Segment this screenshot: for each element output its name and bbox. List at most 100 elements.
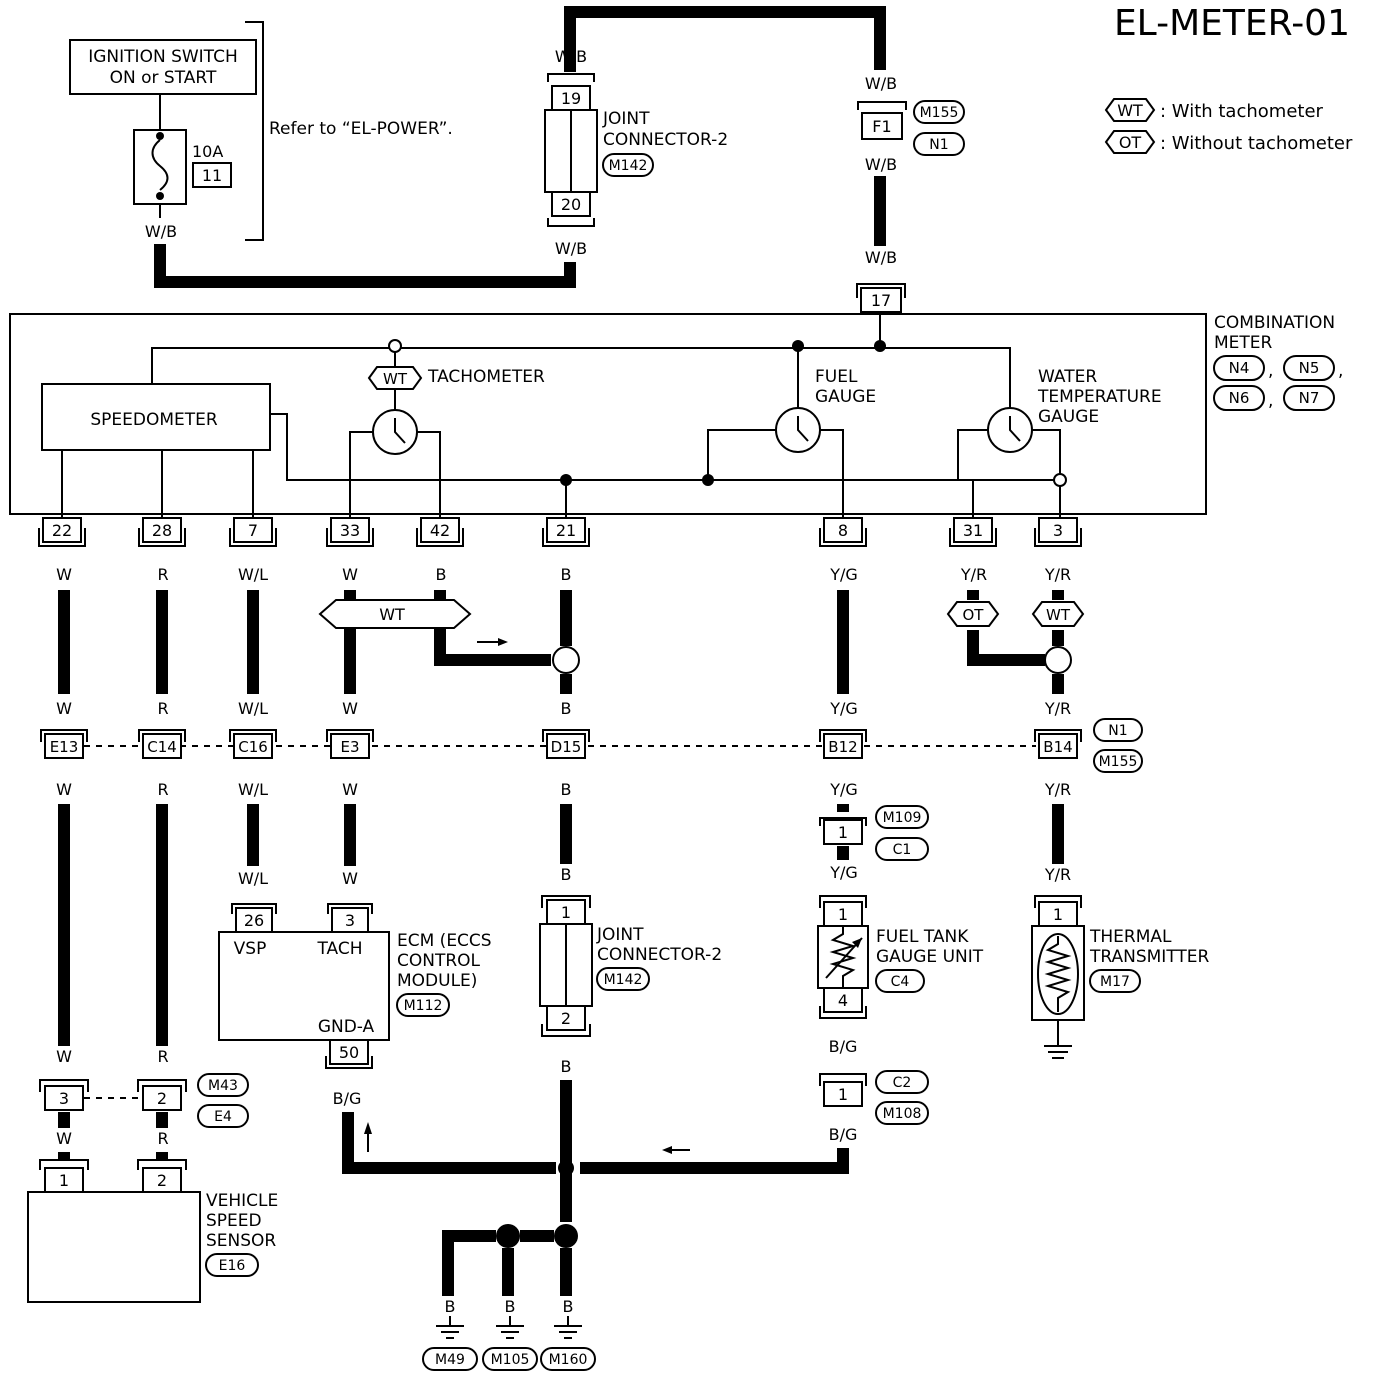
meter-pin-label: 7: [248, 521, 258, 540]
joint-top-label-2: CONNECTOR-2: [603, 130, 728, 150]
wire-color-b-gnd-1: B: [445, 1297, 456, 1316]
meter-pin-17: 17: [871, 291, 891, 310]
wt-option-bus-label: WT: [379, 605, 405, 624]
ecm-title-2: CONTROL: [397, 951, 481, 971]
meter-pin-box: [823, 517, 863, 543]
meter-pin-bracket: [1034, 528, 1082, 547]
vss-label-2: SPEED: [206, 1211, 262, 1231]
vehicle-speed-sensor: 1 2 VEHICLE SPEED SENSOR E16: [27, 1159, 278, 1303]
inline-connector-bracket: [40, 729, 88, 742]
meter-pin-bracket: [819, 528, 867, 547]
wire-color-yr-thermal: Y/R: [1044, 865, 1071, 884]
wire-color-bg-fuel-low-in: B/G: [829, 1037, 858, 1056]
wire-color-w-33: W: [342, 565, 358, 584]
wire-color-w-e13-out: W: [56, 780, 72, 799]
legend-ot-text: : Without tachometer: [1160, 133, 1353, 154]
wire-color-wl-c16-in: W/L: [238, 699, 268, 718]
meter-pin-label: 21: [556, 521, 576, 540]
wire-color-r-c14-out: R: [157, 780, 168, 799]
fuel-low-connector: 1 C2 M108: [819, 1070, 929, 1125]
ecm-id: M112: [404, 998, 443, 1014]
meter-pin-label: 33: [340, 521, 360, 540]
water-gauge-label-2: TEMPERATURE: [1037, 387, 1162, 407]
ground-id-label: M105: [491, 1352, 530, 1368]
wire-color-wb-f1-in: W/B: [865, 74, 897, 93]
wire-color-wb-joint-out: W/B: [555, 239, 587, 258]
wire-color-r-28: R: [157, 565, 168, 584]
wire-color-b-joint-bottom-out: B: [561, 1057, 572, 1076]
wire-color-b-gnd-3: B: [563, 1297, 574, 1316]
inline-connector-label: B12: [828, 738, 857, 756]
tach-option-wt: WT: [383, 370, 408, 388]
legend-ot-code: OT: [1119, 133, 1142, 152]
inline-connector-box: [1038, 733, 1078, 759]
vss-label-1: VEHICLE: [206, 1191, 278, 1211]
wire-color-r-vss-out: R: [157, 1129, 168, 1148]
legend-wt-text: : With tachometer: [1160, 101, 1324, 122]
inline-connector-label: E3: [340, 738, 359, 756]
comb-meter-title-2: METER: [1214, 333, 1273, 353]
ecm-title-3: MODULE): [397, 971, 477, 991]
fuse-10a: 10A 11: [133, 129, 232, 205]
fuel-mid-id-c1: C1: [893, 842, 912, 858]
joint-bottom-label-2: CONNECTOR-2: [597, 945, 722, 965]
meter-pin-box: [420, 517, 460, 543]
comb-meter-id-n6: N6: [1229, 389, 1250, 407]
meter-pin-box: [1038, 517, 1078, 543]
fuel-gauge-label-1: FUEL: [815, 367, 858, 387]
fuel-tank-id: C4: [891, 974, 910, 990]
meter-pin-box: [142, 517, 182, 543]
inline-connector-label: C14: [147, 738, 177, 756]
joint-top-label-1: JOINT: [602, 109, 650, 129]
wire-color-wb-meter: W/B: [865, 248, 897, 267]
comb-meter-sep-3: ,: [1268, 391, 1273, 411]
thermal-id: M17: [1100, 974, 1130, 990]
ground-id-badge: [422, 1347, 478, 1371]
wire-color-bg-fuel-low-out: B/G: [829, 1125, 858, 1144]
inline-id-n1: N1: [1108, 723, 1127, 739]
fuel-low-pin: 1: [838, 1085, 848, 1104]
inline-connector-bracket: [326, 729, 374, 742]
meter-pin-bracket: [416, 528, 464, 547]
fuel-mid-pin: 1: [838, 823, 848, 842]
wire-color-bg-ecm: B/G: [333, 1089, 362, 1108]
inline-connector-box: [44, 733, 84, 759]
comb-meter-id-n4: N4: [1229, 359, 1250, 377]
ecm-label-vsp: VSP: [234, 939, 267, 959]
thermal-label-1: THERMAL: [1089, 927, 1172, 947]
meter-pin-box: [330, 517, 370, 543]
wire-color-w-22: W: [56, 565, 72, 584]
vss-inline-connector: W R 3 2 M43 E4 W R: [39, 1047, 249, 1148]
wire-color-r-c14-in: R: [157, 699, 168, 718]
speedometer-label: SPEEDOMETER: [90, 410, 218, 430]
ignition-switch-label: IGNITION SWITCH: [88, 47, 237, 67]
wire-runs-upper: W R W/L W B B Y/G Y/R Y/R WT OT WT W: [56, 565, 1085, 718]
fuel-tank-pin-out: 4: [838, 991, 848, 1010]
refer-el-power: Refer to “EL-POWER”.: [269, 119, 453, 139]
f1-pin: F1: [872, 117, 891, 136]
ecm-pin-tach: 3: [345, 911, 355, 930]
ground-block: B B B: [442, 1160, 578, 1316]
ecm-pin-vsp: 26: [244, 911, 264, 930]
thermal-pin: 1: [1053, 905, 1063, 924]
inline-connector-box: [233, 733, 273, 759]
wire-color-w-e3-out: W: [342, 780, 358, 799]
wt-option-bus: [318, 599, 472, 629]
ot-option-label: OT: [963, 606, 985, 624]
page-title: EL-METER-01: [1114, 3, 1350, 44]
wire-color-b-gnd-2: B: [505, 1297, 516, 1316]
wire-color-yg-8: Y/G: [829, 565, 858, 584]
wire-color-b-42: B: [436, 565, 447, 584]
vss-inline-id-m43: M43: [208, 1078, 238, 1094]
meter-pin-bracket: [949, 528, 997, 547]
wire-color-b-21: B: [561, 565, 572, 584]
meter-pin-bracket: [326, 528, 374, 547]
vss-pin-1: 1: [59, 1171, 69, 1190]
water-gauge-label-3: GAUGE: [1038, 407, 1099, 427]
joint-bottom-label-1: JOINT: [596, 925, 644, 945]
ecm: 26 3 VSP TACH GND-A 50 ECM (ECCS CONTROL…: [218, 903, 492, 1069]
vss-id: E16: [219, 1258, 246, 1274]
thermal-transmitter: 1 THERMAL TRANSMITTER M17: [1031, 895, 1210, 1059]
wire-runs-lower: W R W/L W B Y/G Y/R W/L W B Y/R: [56, 780, 1071, 1046]
